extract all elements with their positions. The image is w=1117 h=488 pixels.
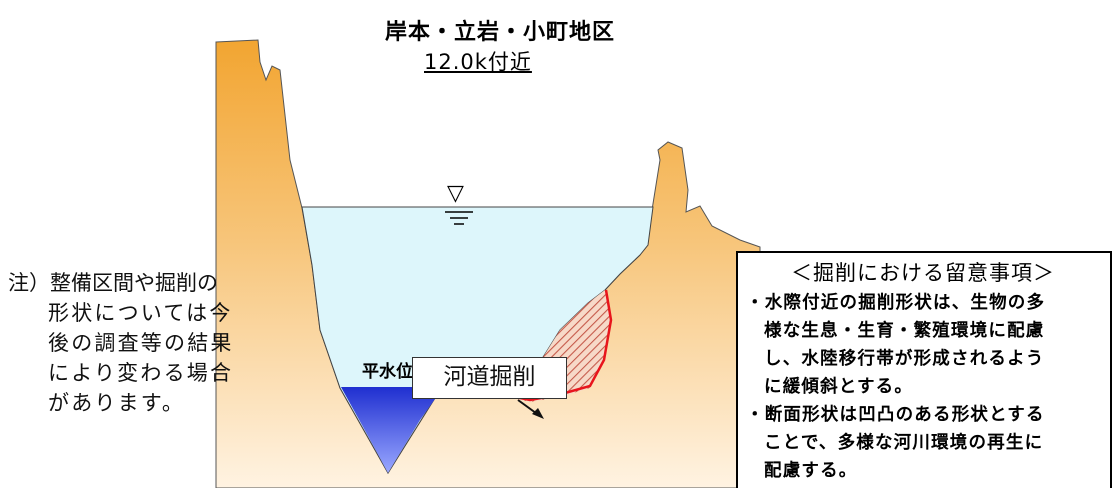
callout-line: ・断面形状は凹凸のある形状とする — [746, 405, 1045, 425]
callout-line: ・水際付近の掘削形状は、生物の多 — [746, 293, 1046, 313]
label-arrow-head — [532, 408, 544, 419]
low-water-label: 平水位 — [362, 362, 413, 382]
water-level-symbol: ▽ — [447, 181, 464, 206]
excavation-label: 河道掘削 — [412, 357, 567, 399]
callout-line: 様な生息・生育・繁殖環境に配慮 — [764, 321, 1045, 341]
note-line: 注）整備区間や掘削の — [8, 271, 218, 295]
note: 注）整備区間や掘削の 形状については今 後の調査等の結果 により変わる場合 があ… — [0, 268, 268, 418]
callout-box: ＜掘削における留意事項＞ ・水際付近の掘削形状は、生物の多 様な生息・生育・繁殖… — [736, 251, 1112, 488]
callout-item: ・断面形状は凹凸のある形状とする ことで、多様な河川環境の再生に 配慮する。 — [746, 401, 1100, 485]
diagram-title: 岸本・立岩・小町地区 — [385, 20, 616, 45]
callout-title: ＜掘削における留意事項＞ — [791, 261, 1055, 285]
callout-line: に緩傾斜とする。 — [764, 377, 914, 397]
note-line: があります。 — [48, 391, 186, 415]
diagram-subtitle: 12.0k付近 — [424, 50, 532, 74]
callout-line: 配慮する。 — [764, 461, 858, 481]
low-water — [341, 387, 448, 473]
callout-item: ・水際付近の掘削形状は、生物の多 様な生息・生育・繁殖環境に配慮 し、水陸移行帯… — [746, 289, 1100, 401]
callout-line: ことで、多様な河川環境の再生に — [764, 433, 1044, 453]
note-line: により変わる場合 — [48, 361, 234, 385]
note-line: 形状については今 — [48, 301, 233, 325]
callout-line: し、水陸移行帯が形成されるよう — [764, 349, 1045, 369]
note-line: 後の調査等の結果 — [48, 331, 234, 355]
